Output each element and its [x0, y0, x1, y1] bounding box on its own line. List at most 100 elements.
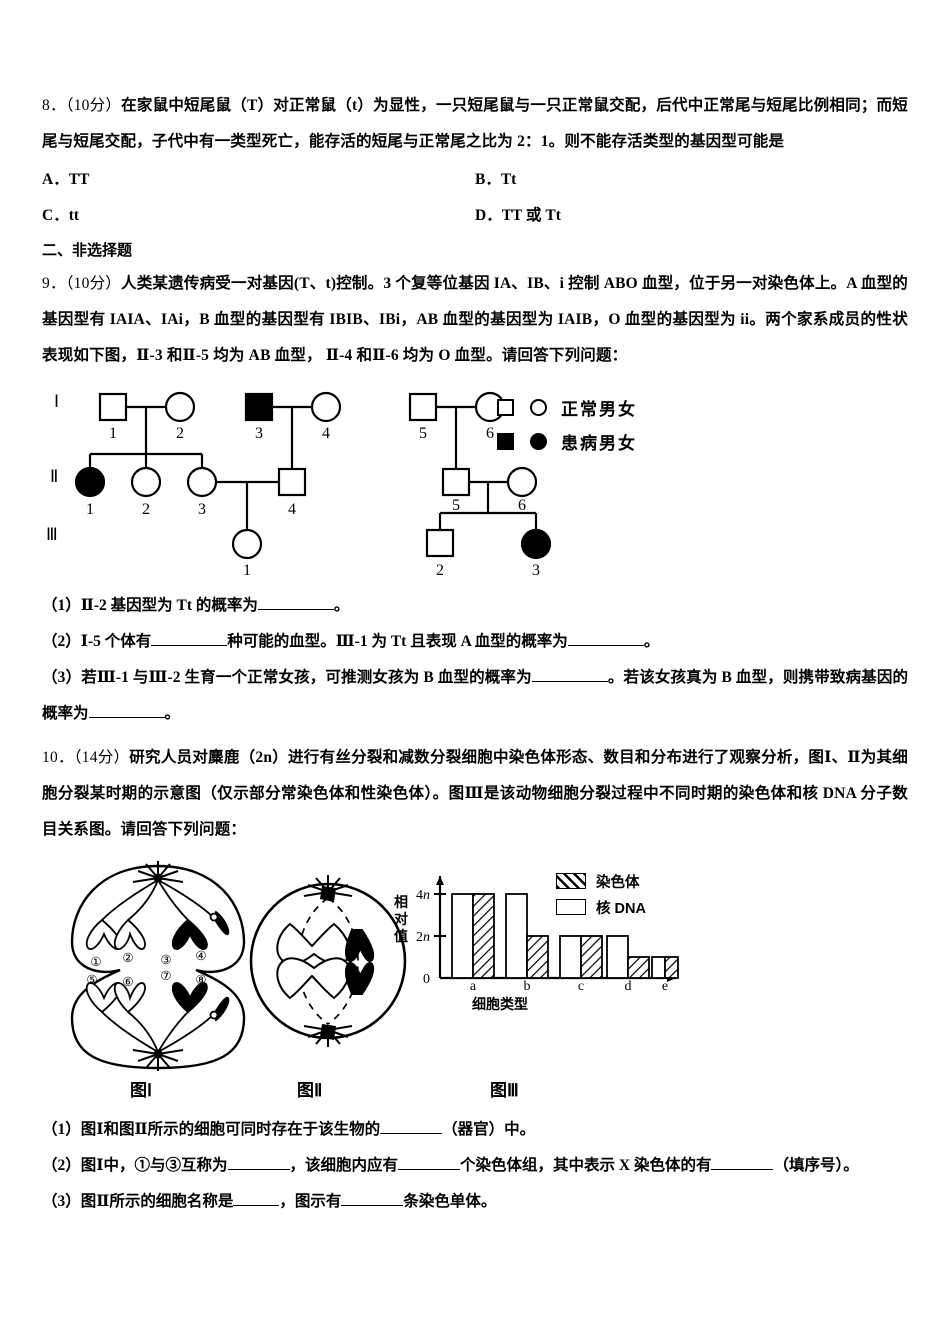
q10-sub2-prefix: （2）图Ⅰ中，①与③互称为 [42, 1157, 228, 1174]
figure-1-cell-division: ① ② ③ ④ ⑤ ⑥ ⑦ ⑧ [70, 861, 246, 1071]
pedigree-legend: 正常男女 患病男女 [497, 390, 637, 458]
pedigree-node-II-5 [441, 467, 471, 497]
figure-caption-2: 图Ⅱ [297, 1081, 323, 1100]
q9-sub3-blank-2[interactable] [88, 717, 165, 718]
question-10-text: 研究人员对麋鹿（2n）进行有丝分裂和减数分裂细胞中染色体形态、数目和分布进行了观… [42, 749, 908, 838]
option-b-label: B． [475, 171, 501, 188]
pedigree-node-I-1 [98, 392, 128, 422]
q10-sub3-mid1: ，图示有 [279, 1193, 342, 1210]
bar-a-dna [451, 893, 474, 979]
pedigree-id-I-5: 5 [419, 425, 427, 442]
bar-d-chromosome [627, 956, 650, 979]
pedigree-svg: 1 2 3 4 5 6 1 2 3 4 5 6 1 2 3 [74, 391, 552, 577]
chart-legend: 染色体 核 DNA [556, 868, 646, 920]
q10-sub2-mid1: ，该细胞内应有 [289, 1157, 399, 1174]
q9-sub3-suffix: 。 [164, 705, 181, 722]
q10-sub3-suffix: 条染色单体。 [403, 1193, 497, 1210]
q9-sub1-prefix: （1）Ⅱ-2 基因型为 Tt 的概率为 [42, 597, 258, 614]
bar-e-dna [651, 956, 666, 979]
pedigree-id-I-2: 2 [176, 425, 184, 442]
option-a[interactable]: A．TT [42, 162, 475, 198]
chromosome-label-2: ② [122, 951, 133, 965]
option-d-label: D． [475, 207, 502, 224]
question-8-stem: 8．（10分）在家鼠中短尾鼠（T）对正常鼠（t）为显性，一只短尾鼠与一只正常鼠交… [42, 97, 908, 150]
legend-normal-label: 正常男女 [561, 399, 637, 419]
question-9-text: 人类某遗传病受一对基因(T、t)控制。3 个复等位基因 IA、IB、i 控制 A… [42, 275, 908, 364]
circle-filled-icon [530, 432, 547, 450]
pedigree-id-II-1: 1 [86, 501, 94, 518]
question-9-sub-2: （2）Ⅰ-5 个体有种可能的血型。Ⅲ-1 为 Tt 且表现 A 血型的概率为。 [42, 624, 908, 660]
option-d[interactable]: D．TT 或 Tt [475, 198, 908, 234]
option-c[interactable]: C．tt [42, 198, 475, 234]
legend-affected-label: 患病男女 [561, 433, 637, 453]
section-2-title: 二、非选择题 [42, 243, 133, 259]
chromosome-label-6: ⑥ [122, 975, 133, 989]
option-b[interactable]: B．Tt [475, 162, 908, 198]
q10-sub3-blank-1[interactable] [233, 1205, 280, 1206]
q9-sub2-blank-2[interactable] [567, 645, 644, 646]
q10-sub1-blank[interactable] [380, 1133, 443, 1134]
pedigree-id-II-5: 5 [452, 497, 460, 514]
q9-sub2-suffix: 。 [643, 633, 660, 650]
chart-xtick-c: c [578, 979, 584, 991]
question-8-text: 在家鼠中短尾鼠（T）对正常鼠（t）为显性，一只短尾鼠与一只正常鼠交配，后代中正常… [42, 97, 908, 150]
pedigree-node-I-5 [408, 392, 438, 422]
chromosome-label-5: ⑤ [86, 973, 97, 987]
circle-unfilled-icon [530, 398, 547, 416]
question-10-number: 10 [42, 749, 58, 766]
chart-legend-item-dna: 核 DNA [556, 894, 646, 920]
bar-b-chromosome [526, 935, 549, 979]
question-8-number: 8 [42, 97, 50, 114]
square-filled-icon [497, 432, 514, 450]
q9-sub2-blank-1[interactable] [151, 645, 228, 646]
q10-sub2-blank-2[interactable] [398, 1169, 461, 1170]
chart-x-axis-label: 细胞类型 [472, 996, 528, 1012]
q10-sub2-mid2: 个染色体组，其中表示 X 染色体的有 [460, 1157, 712, 1174]
figure-caption-1: 图Ⅰ [130, 1081, 153, 1100]
option-b-text: Tt [500, 171, 517, 188]
q10-sub3-blank-2[interactable] [341, 1205, 404, 1206]
q9-sub3-blank-1[interactable] [531, 681, 608, 682]
q10-sub2-blank-3[interactable] [711, 1169, 774, 1170]
generation-label-1: Ⅰ [54, 392, 60, 411]
q9-sub3-prefix: （3）若Ⅲ-1 与Ⅲ-2 生育一个正常女孩，可推测女孩为 B 血型的概率为 [42, 669, 532, 686]
question-10-sub-1: （1）图Ⅰ和图Ⅱ所示的细胞可同时存在于该生物的（器官）中。 [42, 1112, 908, 1148]
chromosome-label-7: ⑦ [160, 969, 171, 983]
legend-affected: 患病男女 [497, 424, 637, 458]
q10-sub2-blank-1[interactable] [227, 1169, 290, 1170]
chromosome-label-1: ① [90, 955, 101, 969]
option-c-text: tt [68, 207, 80, 224]
pedigree-node-III-1 [231, 528, 263, 560]
pedigree-id-II-4: 4 [288, 501, 296, 518]
white-swatch-icon [556, 899, 586, 915]
exam-page: 8．（10分）在家鼠中短尾鼠（T）对正常鼠（t）为显性，一只短尾鼠与一只正常鼠交… [42, 97, 908, 1210]
q9-sub3-mid: 。若该女孩真为 B 血型，则携带致病基因的概率为 [42, 669, 908, 722]
pedigree-node-III-3 [520, 528, 552, 560]
generation-label-3: Ⅲ [46, 525, 58, 544]
question-10-stem: 10．（14分）研究人员对麋鹿（2n）进行有丝分裂和减数分裂细胞中染色体形态、数… [42, 749, 908, 838]
chart-y-axis-label: 相对值 [394, 894, 411, 945]
pedigree-node-II-2 [130, 466, 162, 498]
chart-xtick-e: e [662, 979, 668, 991]
q9-sub1-blank[interactable] [257, 609, 334, 610]
q10-sub1-prefix: （1）图Ⅰ和图Ⅱ所示的细胞可同时存在于该生物的 [42, 1121, 381, 1138]
pedigree-id-II-2: 2 [142, 501, 150, 518]
question-10-score: （14分） [73, 749, 130, 766]
hatched-swatch-icon [556, 873, 586, 889]
q10-sub3-prefix: （3）图Ⅱ所示的细胞名称是 [42, 1193, 234, 1210]
generation-label-2: Ⅱ [50, 467, 59, 486]
question-9-sub-1: （1）Ⅱ-2 基因型为 Tt 的概率为 。 [42, 588, 908, 624]
chart-xtick-a: a [470, 979, 477, 991]
q9-sub1-suffix: 。 [333, 597, 350, 614]
chart-legend-label-dna: 核 DNA [596, 900, 646, 917]
pedigree-id-III-2: 2 [436, 562, 444, 577]
chart-legend-item-chromosome: 染色体 [556, 868, 646, 894]
bar-d-dna [606, 935, 629, 979]
option-a-label: A． [42, 171, 69, 188]
pedigree-id-III-1: 1 [243, 562, 251, 577]
pedigree-node-II-1 [74, 466, 106, 498]
bar-c-dna [559, 935, 582, 979]
q10-sub2-suffix: （填序号）。 [773, 1157, 859, 1174]
chart-xtick-b: b [524, 979, 531, 991]
question-9-sub-3: （3）若Ⅲ-1 与Ⅲ-2 生育一个正常女孩，可推测女孩为 B 血型的概率为。若该… [42, 660, 908, 732]
